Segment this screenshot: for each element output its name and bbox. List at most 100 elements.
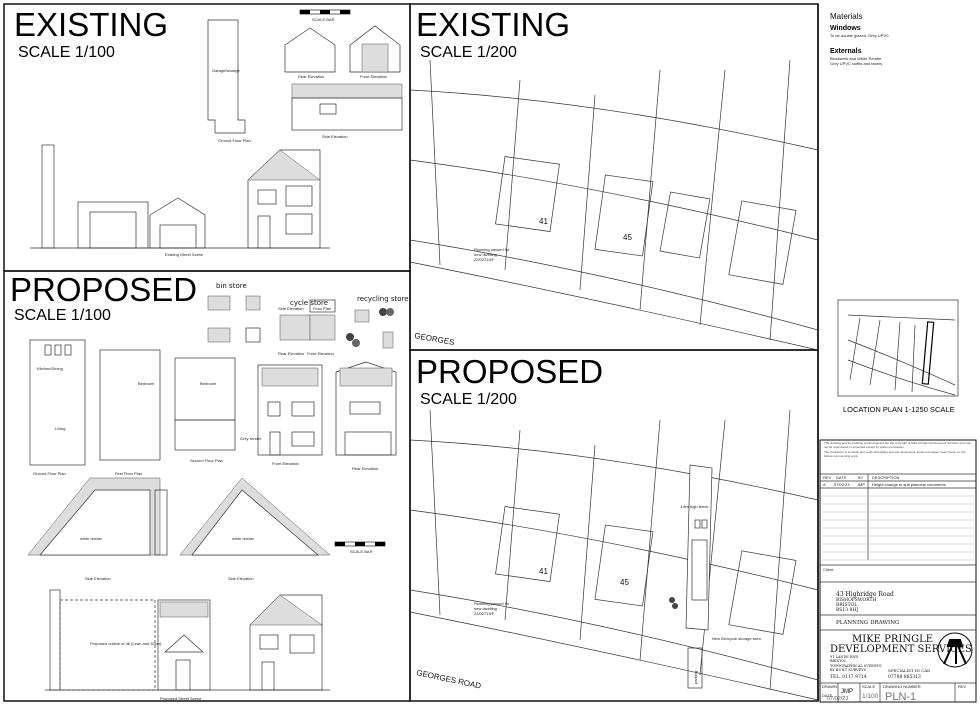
svg-text:Living: Living (55, 426, 65, 431)
svg-text:Materials: Materials (830, 12, 862, 21)
proposed-front-elevation: Grey render Front Elevation (240, 364, 323, 466)
proposed-side-elevations: white render Side Elevation white render… (27, 477, 386, 581)
svg-text:DRAWN: DRAWN (822, 684, 837, 689)
svg-text:Kitchen/Dining: Kitchen/Dining (37, 366, 63, 371)
location-plan: LOCATION PLAN 1-1250 SCALE (837, 299, 959, 414)
svg-text:SCALE BAR: SCALE BAR (350, 549, 373, 554)
recycling-store-label: recycling store (357, 295, 409, 303)
svg-text:A: A (823, 482, 826, 487)
svg-text:07/02/23: 07/02/23 (834, 482, 850, 487)
house-number: 45 (620, 578, 629, 587)
svg-text:Ground Floor Plan: Ground Floor Plan (218, 138, 251, 143)
house-number: 41 (539, 567, 548, 576)
drawing-number: PLN-1 (885, 691, 916, 703)
svg-text:DEVELOPMENT SERVICES: DEVELOPMENT SERVICES (830, 644, 972, 655)
svg-text:DRAWING NUMBER: DRAWING NUMBER (883, 684, 921, 689)
svg-text:Externals: Externals (830, 48, 862, 55)
svg-text:DATE: DATE (836, 475, 847, 480)
svg-text:Second Floor Plan: Second Floor Plan (190, 458, 223, 463)
existing-street-scene: Existing Street Scene (30, 144, 330, 257)
svg-text:07788 865313: 07788 865313 (888, 674, 921, 680)
svg-text:Rear Elevation: Rear Elevation (352, 466, 378, 471)
existing-front-elevation: Front Elevation (349, 25, 401, 79)
svg-text:Side Elevation: Side Elevation (278, 306, 304, 311)
house-number: 45 (623, 233, 632, 242)
svg-text:SPECIALIST IN CAD: SPECIALIST IN CAD (888, 668, 930, 673)
scale-bar: SCALE BAR (299, 9, 351, 22)
svg-text:Garage/storage: Garage/storage (212, 68, 241, 73)
drawing-date: 07/02/23 (827, 696, 848, 702)
svg-text:22/02719/F: 22/02719/F (474, 257, 495, 262)
svg-text:TEL: 0117 9714: TEL: 0117 9714 (830, 674, 867, 680)
company-name: MIKE PRINGLE (852, 634, 933, 645)
proposed-site-scale: SCALE 1/200 (420, 391, 517, 408)
svg-text:TOPOGRAPHICAL SURVEYS: TOPOGRAPHICAL SURVEYS (830, 664, 882, 668)
drawing-scale: 1/100 (862, 693, 879, 700)
planning-note: Planning passed for new dwelling 22/0271… (474, 601, 510, 616)
svg-text:Grey UPVC soffits and facers: Grey UPVC soffits and facers (830, 61, 882, 66)
svg-text:DESCRIPTION: DESCRIPTION (872, 475, 899, 480)
drawing-title: PLANNING DRAWING (836, 620, 899, 626)
store-drawings: Side Elevation Floor Plan Rear Elevation… (207, 295, 394, 356)
svg-text:Proposed Street Scene: Proposed Street Scene (160, 696, 202, 701)
svg-text:To be double glazed, Grey UPVC: To be double glazed, Grey UPVC (830, 33, 889, 38)
svg-text:BISHOPSWORTH: BISHOPSWORTH (836, 597, 877, 603)
svg-text:BS13 8HJ: BS13 8HJ (836, 607, 858, 613)
svg-text:white render: white render (232, 536, 255, 541)
svg-text:Grey render: Grey render (240, 436, 262, 441)
proposed-site-map (409, 409, 819, 701)
proposed-heading: PROPOSED (10, 271, 197, 308)
svg-text:Client: Client (823, 567, 834, 572)
contractor-note: The Contractor is to check and verify al… (824, 450, 966, 458)
proposed-site-heading: PROPOSED (416, 353, 603, 390)
proposed-street-scene: Proposed outline of 46 (Lean and 30cm) P… (45, 589, 330, 701)
existing-site-scale: SCALE 1/200 (420, 44, 517, 61)
proposed-scale: SCALE 1/100 (14, 307, 111, 324)
svg-text:DATE: DATE (822, 693, 833, 698)
svg-text:Ground Floor Plan: Ground Floor Plan (33, 471, 66, 476)
title-block: This drawing and the building works depi… (819, 439, 977, 703)
fence-note: 1.8m high fence (680, 504, 709, 509)
parking-label: parking (693, 671, 698, 684)
bin-store-label: bin store (216, 282, 247, 290)
road-name: GEORGES ROAD (416, 668, 482, 691)
svg-text:Front Elevation: Front Elevation (360, 74, 387, 79)
road-name: GEORGES (414, 331, 455, 347)
existing-garage-plan: Garage/storage Ground Floor Plan (207, 19, 251, 143)
svg-text:BRISTOL: BRISTOL (836, 602, 857, 608)
proposed-rear-elevation: Rear Elevation (335, 361, 397, 471)
proposed-floor-plans: Kitchen/Dining Living Ground Floor Plan … (29, 339, 236, 476)
svg-text:Planning passed for: Planning passed for (474, 601, 510, 606)
svg-text:Front Elevation: Front Elevation (272, 461, 299, 466)
svg-text:Existing Street Scene: Existing Street Scene (165, 252, 204, 257)
existing-rear-elevation: Rear Elevation (284, 27, 336, 79)
drawn-by: JMP (841, 689, 853, 695)
svg-text:Rear Elevation: Rear Elevation (278, 351, 304, 356)
svg-text:Windows: Windows (830, 25, 861, 32)
svg-text:Front Elevation: Front Elevation (307, 351, 334, 356)
svg-text:Floor Plan: Floor Plan (313, 306, 331, 311)
svg-text:white render: white render (80, 536, 103, 541)
existing-site-map (409, 59, 819, 351)
svg-text:22/02719/F: 22/02719/F (474, 611, 495, 616)
svg-text:SCALE: SCALE (862, 684, 875, 689)
svg-text:BRISTOL: BRISTOL (830, 659, 847, 663)
svg-text:Side Elevation: Side Elevation (228, 576, 254, 581)
svg-text:Planning passed for: Planning passed for (474, 247, 510, 252)
svg-text:Side Elevation: Side Elevation (85, 576, 111, 581)
svg-text:BY: BY (858, 475, 864, 480)
svg-text:First Floor Plan: First Floor Plan (115, 471, 142, 476)
svg-text:JMP: JMP (857, 482, 865, 487)
copyright-note: This drawing and the building works depi… (824, 442, 971, 449)
svg-text:Proposed outline of 46 (Lean a: Proposed outline of 46 (Lean and 30cm) (90, 641, 162, 646)
svg-text:new dwelling: new dwelling (474, 606, 497, 611)
surveyor-logo (937, 632, 973, 668)
svg-text:Blockwork and White Render: Blockwork and White Render (830, 56, 882, 61)
existing-heading: EXISTING (14, 6, 168, 43)
svg-text:LOCATION PLAN 1-1250 SCALE: LOCATION PLAN 1-1250 SCALE (843, 405, 955, 414)
svg-text:Bedroom: Bedroom (138, 381, 155, 386)
svg-text:Side Elevation: Side Elevation (322, 134, 348, 139)
svg-text:Bedroom: Bedroom (200, 381, 217, 386)
svg-text:Rear Elevation: Rear Elevation (298, 74, 324, 79)
